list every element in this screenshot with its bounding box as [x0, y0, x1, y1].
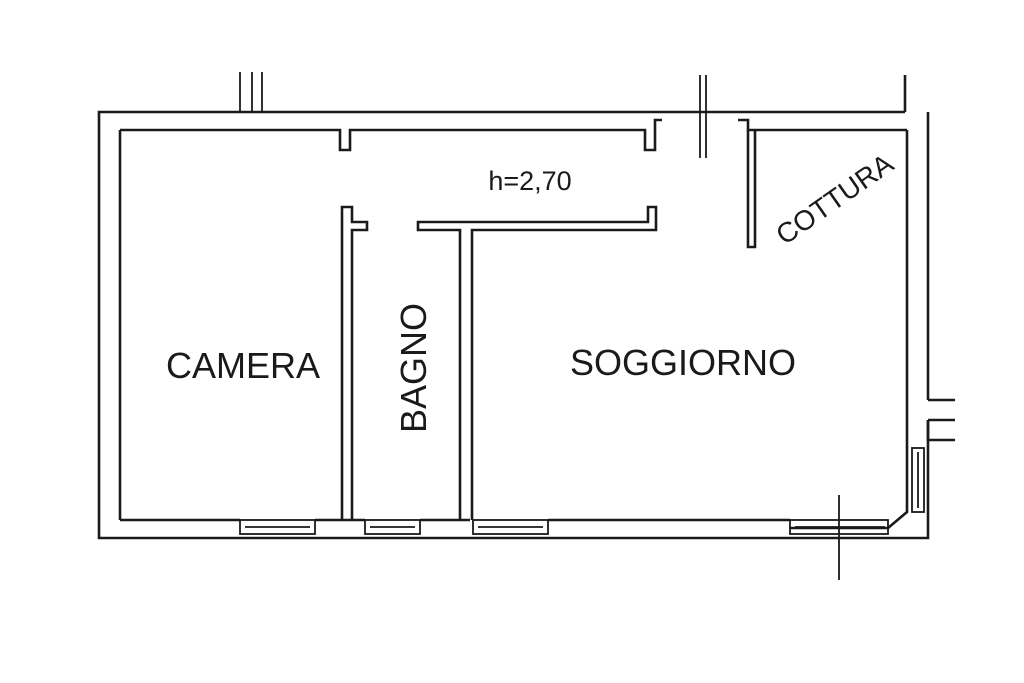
room-label-cottura: COTTURA	[770, 148, 899, 251]
kitchen-partition	[746, 130, 757, 249]
window-right-wall	[911, 447, 925, 513]
room-label-soggiorno: SOGGIORNO	[570, 342, 796, 383]
camera-bagno-partition	[340, 205, 369, 520]
duct-lines	[239, 72, 263, 112]
room-label-camera: CAMERA	[166, 345, 320, 386]
room-label-bagno: BAGNO	[393, 303, 434, 433]
window-camera	[239, 519, 316, 535]
entrance-door	[699, 75, 707, 158]
outer-wall	[97, 75, 955, 540]
window-bagno	[364, 519, 421, 535]
bagno-soggiorno-partition	[416, 205, 658, 520]
ceiling-height-label: h=2,70	[488, 166, 571, 196]
window-soggiorno	[472, 519, 549, 535]
top-inner-wall	[120, 118, 907, 152]
